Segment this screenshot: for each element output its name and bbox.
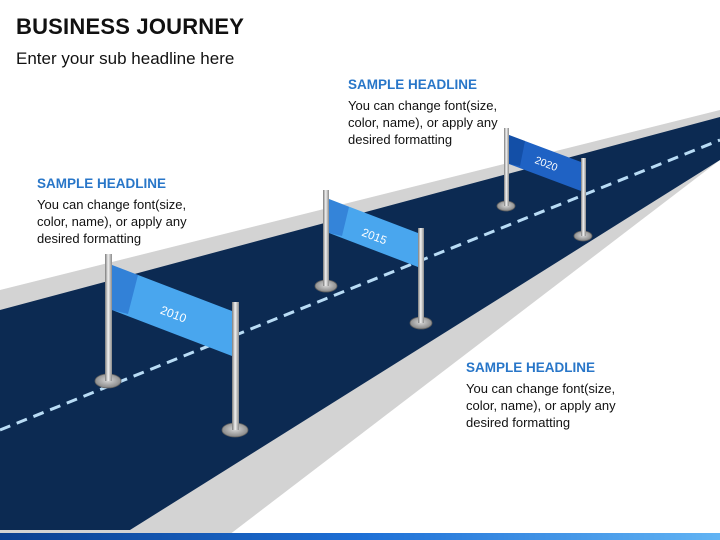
flag-fold — [509, 135, 525, 166]
pole — [504, 128, 509, 206]
callout-text: You can change font(size, color, name), … — [466, 381, 616, 430]
callout-text: You can change font(size, color, name), … — [37, 197, 187, 246]
pole — [105, 254, 112, 381]
page-title: BUSINESS JOURNEY — [16, 14, 245, 39]
pole — [418, 228, 424, 323]
callout-2015: SAMPLE HEADLINE You can change font(size… — [466, 360, 636, 431]
pole — [232, 302, 239, 430]
milestone-2010: 2010 — [94, 254, 249, 438]
callout-headline: SAMPLE HEADLINE — [348, 77, 478, 92]
flag-banner — [112, 265, 232, 356]
bottom-accent-bar — [0, 533, 720, 540]
milestone-2015: 2015 — [314, 190, 433, 330]
callout-2010: SAMPLE HEADLINE You can change font(size… — [37, 176, 207, 247]
pole — [323, 190, 329, 286]
flag-banner — [509, 135, 581, 191]
flag-fold — [329, 199, 349, 236]
milestone-2020: 2020 — [496, 128, 593, 242]
flag-fold — [112, 265, 138, 314]
page-subtitle: Enter your sub headline here — [16, 49, 235, 68]
callout-2020: SAMPLE HEADLINE You can change font(size… — [348, 77, 518, 148]
callout-headline: SAMPLE HEADLINE — [37, 176, 167, 191]
flag-banner — [329, 199, 418, 267]
callout-text: You can change font(size, color, name), … — [348, 98, 498, 147]
pole — [581, 158, 586, 236]
callout-headline: SAMPLE HEADLINE — [466, 360, 596, 375]
road-surface — [0, 117, 720, 530]
